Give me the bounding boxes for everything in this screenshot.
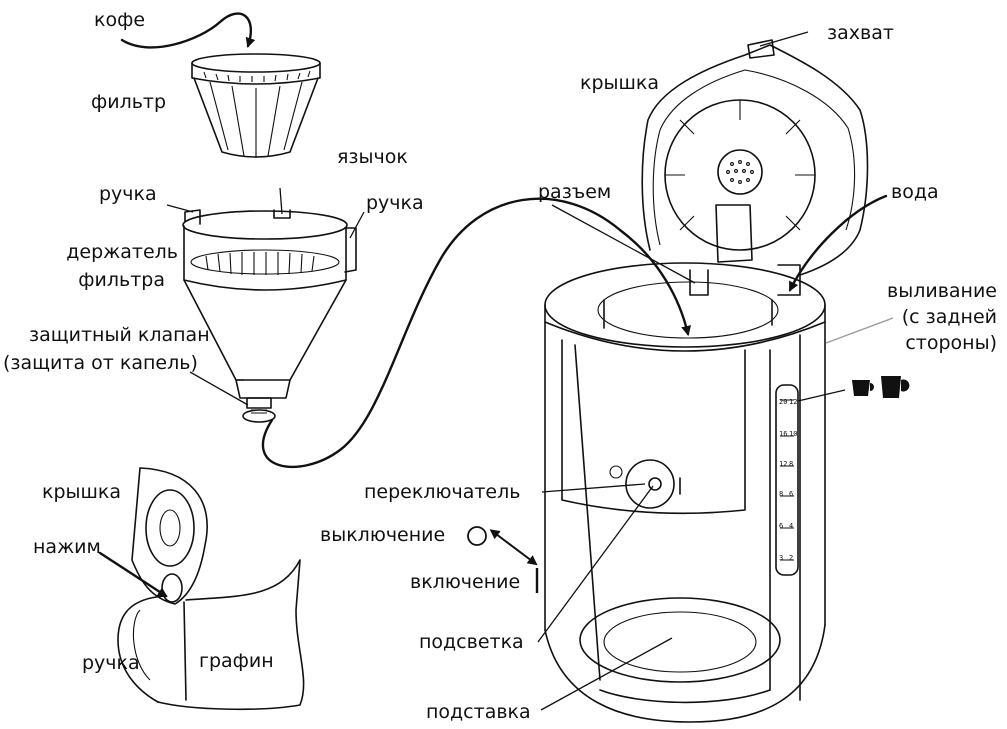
label-pour-2: (с задней	[901, 306, 997, 328]
label-holder-2: фильтра	[78, 269, 165, 291]
scale-tick-large: 12	[779, 460, 787, 468]
cup-scale-small: 2 4 6 8 10 12	[789, 398, 797, 562]
label-holder-1: держатель	[66, 241, 178, 263]
label-pour-3: стороны)	[905, 332, 997, 354]
label-connector: разъем	[538, 181, 612, 203]
label-jug-handle: ручка	[82, 652, 140, 674]
coffee-arrow	[120, 12, 256, 49]
label-water: вода	[891, 181, 939, 203]
double-arrow-icon	[489, 529, 538, 566]
label-stand: подставка	[426, 701, 531, 723]
scale-tick-small: 6	[789, 490, 793, 498]
scale-tick-large: 20	[779, 398, 787, 406]
label-handle-left: ручка	[99, 183, 157, 205]
scale-tick-large: 3	[779, 554, 783, 562]
filter-holder-drawing	[182, 209, 357, 423]
filter-drawing	[191, 53, 321, 158]
carafe-drawing	[117, 467, 305, 711]
scale-tick-small: 10	[789, 430, 797, 438]
cup-scale-large: 3 6 8 12 16 20	[779, 398, 787, 562]
water-arrow	[788, 194, 888, 292]
label-carafe: графин	[199, 650, 274, 672]
small-cup-icon	[852, 380, 874, 396]
scale-tick-small: 8	[789, 460, 793, 468]
label-lid-top: крышка	[580, 72, 660, 94]
label-tongue: язычок	[337, 146, 408, 168]
large-cup-icon	[881, 376, 910, 398]
scale-tick-large: 16	[779, 430, 787, 438]
coffee-machine-drawing	[544, 39, 869, 723]
label-jug-lid: крышка	[42, 481, 122, 503]
leader-lines	[166, 31, 894, 711]
label-coffee: кофе	[94, 9, 146, 31]
scale-tick-small: 4	[789, 522, 793, 530]
label-valve-2: (защита от капель)	[3, 352, 198, 374]
label-press: нажим	[33, 536, 101, 558]
scale-tick-large: 6	[779, 522, 783, 530]
label-on: включение	[410, 571, 521, 593]
label-switch: переключатель	[364, 481, 521, 503]
label-filter: фильтр	[91, 91, 167, 113]
insertion-arrow	[261, 197, 692, 469]
press-arrow	[98, 551, 168, 598]
label-valve-1: защитный клапан	[29, 324, 210, 346]
label-handle-right: ручка	[366, 192, 424, 214]
off-circle-icon	[467, 526, 487, 546]
label-off: выключение	[320, 524, 446, 546]
label-pour-1: выливание	[887, 280, 997, 302]
scale-tick-small: 2	[789, 554, 793, 562]
label-catch: захват	[827, 22, 894, 44]
label-backlight: подсветка	[419, 631, 524, 653]
scale-tick-small: 12	[789, 398, 797, 406]
scale-tick-large: 8	[779, 490, 783, 498]
